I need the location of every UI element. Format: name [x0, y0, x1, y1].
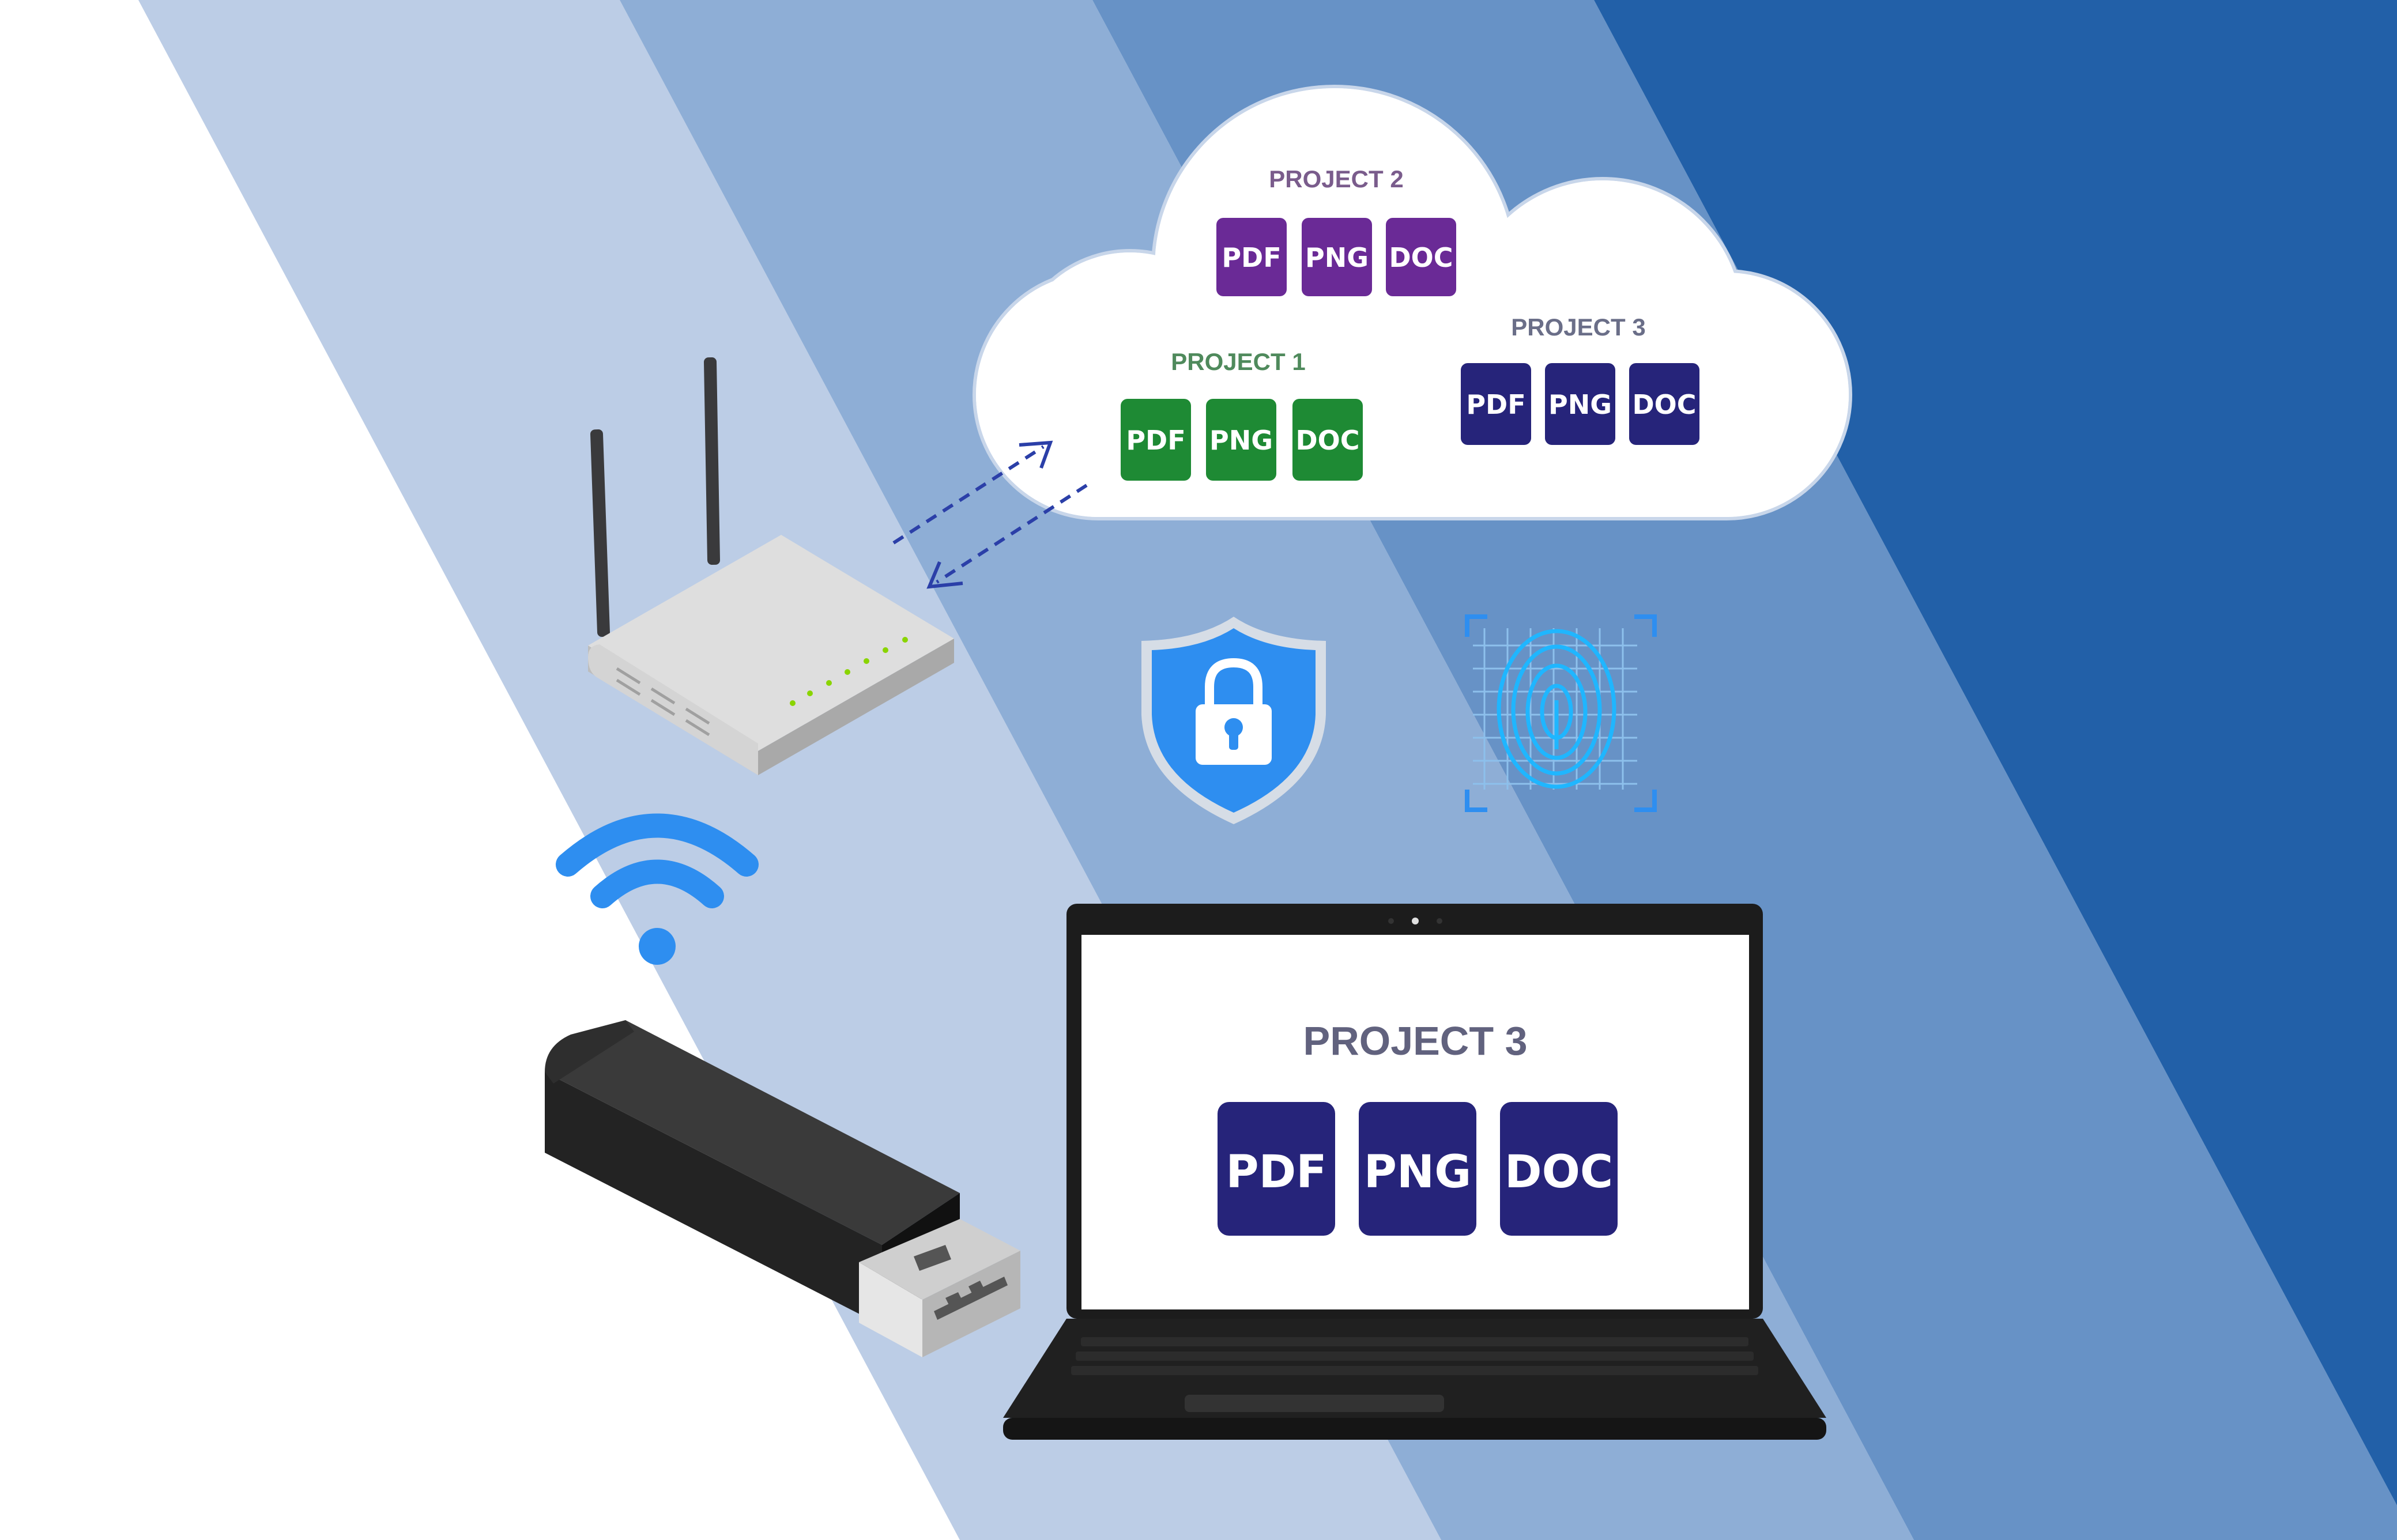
- project-2-pdf-file[interactable]: PDF: [1216, 218, 1287, 296]
- project-3-title: PROJECT 3: [1511, 314, 1645, 341]
- laptop-png-file[interactable]: PNG: [1359, 1102, 1476, 1236]
- svg-text:PNG: PNG: [1305, 242, 1369, 273]
- sync-arrows: [892, 440, 1088, 589]
- usb-drive-icon: [545, 1020, 1020, 1357]
- svg-text:DOC: DOC: [1295, 425, 1359, 456]
- svg-text:DOC: DOC: [1389, 242, 1453, 273]
- project-2-title: PROJECT 2: [1269, 165, 1403, 192]
- project-3-png-file[interactable]: PNG: [1545, 363, 1615, 445]
- laptop-doc-file[interactable]: DOC: [1500, 1102, 1618, 1236]
- svg-text:PDF: PDF: [1222, 242, 1281, 273]
- svg-text:PDF: PDF: [1226, 1146, 1326, 1198]
- wifi-router-icon: [588, 357, 954, 775]
- laptop-pdf-file[interactable]: PDF: [1218, 1102, 1335, 1236]
- svg-text:PNG: PNG: [1548, 389, 1612, 420]
- project-2-png-file[interactable]: PNG: [1302, 218, 1372, 296]
- svg-text:PDF: PDF: [1126, 425, 1185, 456]
- svg-text:PNG: PNG: [1209, 425, 1273, 456]
- project-1-title: PROJECT 1: [1171, 348, 1305, 375]
- laptop-project-title: PROJECT 3: [1303, 1018, 1528, 1063]
- project-3-pdf-file[interactable]: PDF: [1461, 363, 1531, 445]
- shield-lock-icon: [1141, 617, 1326, 824]
- project-1-doc-file[interactable]: DOC: [1292, 399, 1363, 481]
- wifi-icon: [556, 813, 759, 965]
- svg-text:PDF: PDF: [1466, 389, 1525, 420]
- svg-text:DOC: DOC: [1505, 1146, 1613, 1198]
- cloud-project-2: PROJECT 2 PDF PNG DOC: [1216, 165, 1456, 296]
- cloud-project-3: PROJECT 3 PDF PNG DOC: [1461, 314, 1699, 445]
- project-1-pdf-file[interactable]: PDF: [1121, 399, 1191, 481]
- project-3-doc-file[interactable]: DOC: [1629, 363, 1699, 445]
- cloud-icon: [973, 85, 1852, 520]
- project-1-png-file[interactable]: PNG: [1206, 399, 1276, 481]
- project-2-doc-file[interactable]: DOC: [1386, 218, 1456, 296]
- fingerprint-scan-icon: [1465, 614, 1657, 812]
- cloud-project-1: PROJECT 1 PDF PNG DOC: [1121, 348, 1363, 481]
- svg-text:PNG: PNG: [1364, 1146, 1471, 1198]
- svg-text:DOC: DOC: [1632, 389, 1696, 420]
- laptop-project-3: PROJECT 3 PDF PNG DOC: [1218, 1018, 1618, 1236]
